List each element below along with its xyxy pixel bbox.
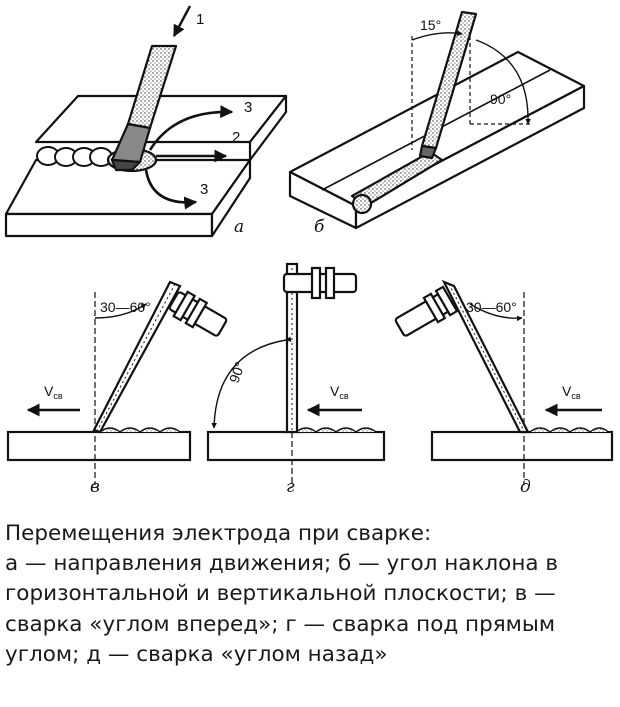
- caption-line-3: горизонтальной и вертикальной плоскости;…: [5, 581, 556, 607]
- arrow-1: [172, 5, 192, 38]
- weld-cross-section: [351, 193, 373, 215]
- arrow-3-upper: [148, 105, 234, 151]
- holder-v: [168, 290, 228, 337]
- angle-arc-g: [211, 336, 292, 429]
- plate-front-side: [4, 212, 214, 238]
- angle-arc-v: [94, 303, 147, 319]
- speed-label-g: Vсв: [330, 383, 349, 401]
- angle-arc-d: [469, 303, 523, 322]
- angle-label-g: 90°: [226, 360, 248, 385]
- panel-v-label: в: [90, 477, 100, 497]
- angle-90-arc: [475, 39, 531, 125]
- panel-d-labels: 30—60° Vсв д: [466, 299, 581, 497]
- electrode: [110, 44, 178, 172]
- arrow-label-3-lower: 3: [200, 181, 208, 198]
- panel-g: [206, 262, 386, 485]
- plate-v: [6, 430, 192, 462]
- panel-b-label: б: [314, 217, 325, 237]
- arrow-label-2: 2: [232, 129, 240, 146]
- speed-label-d: Vсв: [562, 383, 581, 401]
- angle-15-arc: [411, 30, 463, 41]
- arrow-label-1: 1: [196, 11, 204, 28]
- panel-g-label: г: [286, 477, 295, 497]
- caption-line-1: Перемещения электрода при сварке:: [5, 521, 432, 546]
- panel-v-labels: 30—60° Vсв в: [44, 299, 151, 497]
- arrow-label-3-upper: 3: [244, 99, 252, 116]
- panel-v: [6, 280, 228, 485]
- electrode-v: [92, 280, 182, 434]
- weld-bead-g: [295, 427, 377, 433]
- plate-d: [430, 430, 614, 462]
- welding-diagram: 1 2 3 3 а 15° 90° б: [4, 5, 614, 497]
- plate-back-front: [248, 94, 288, 162]
- figure-caption: Перемещения электрода при сварке: а — на…: [5, 519, 615, 670]
- angle-15-label: 15°: [420, 17, 441, 33]
- panel-d: [394, 279, 614, 485]
- panel-a-label: а: [234, 217, 244, 237]
- weld-bead: [36, 146, 113, 167]
- panel-a-labels: 1 2 3 3 а: [196, 11, 252, 237]
- arrow-3-lower: [144, 169, 198, 210]
- caption-line-2: а — направления движения; б — угол накло…: [5, 551, 559, 577]
- weld-bead-v: [99, 427, 181, 433]
- plate-front-right: [210, 158, 252, 238]
- speed-label-v: Vсв: [44, 383, 63, 401]
- angle-label-v: 30—60°: [100, 299, 151, 315]
- panel-g-labels: 90° Vсв г: [226, 360, 349, 497]
- plate-g: [206, 430, 386, 462]
- panel-b-labels: 15° 90° б: [314, 17, 511, 237]
- holder-g: [282, 266, 358, 300]
- caption-line-4: сварка «углом вперед»; г — сварка под пр…: [5, 611, 556, 637]
- angle-90-label: 90°: [490, 91, 511, 107]
- caption-line-5: углом; д — сварка «углом назад»: [5, 641, 388, 667]
- holder-d: [394, 285, 459, 337]
- weld-bead-d: [529, 427, 609, 433]
- angle-label-d: 30—60°: [466, 299, 517, 315]
- panel-b: [288, 10, 586, 230]
- panel-a: [4, 5, 288, 238]
- panel-d-label: д: [520, 477, 531, 497]
